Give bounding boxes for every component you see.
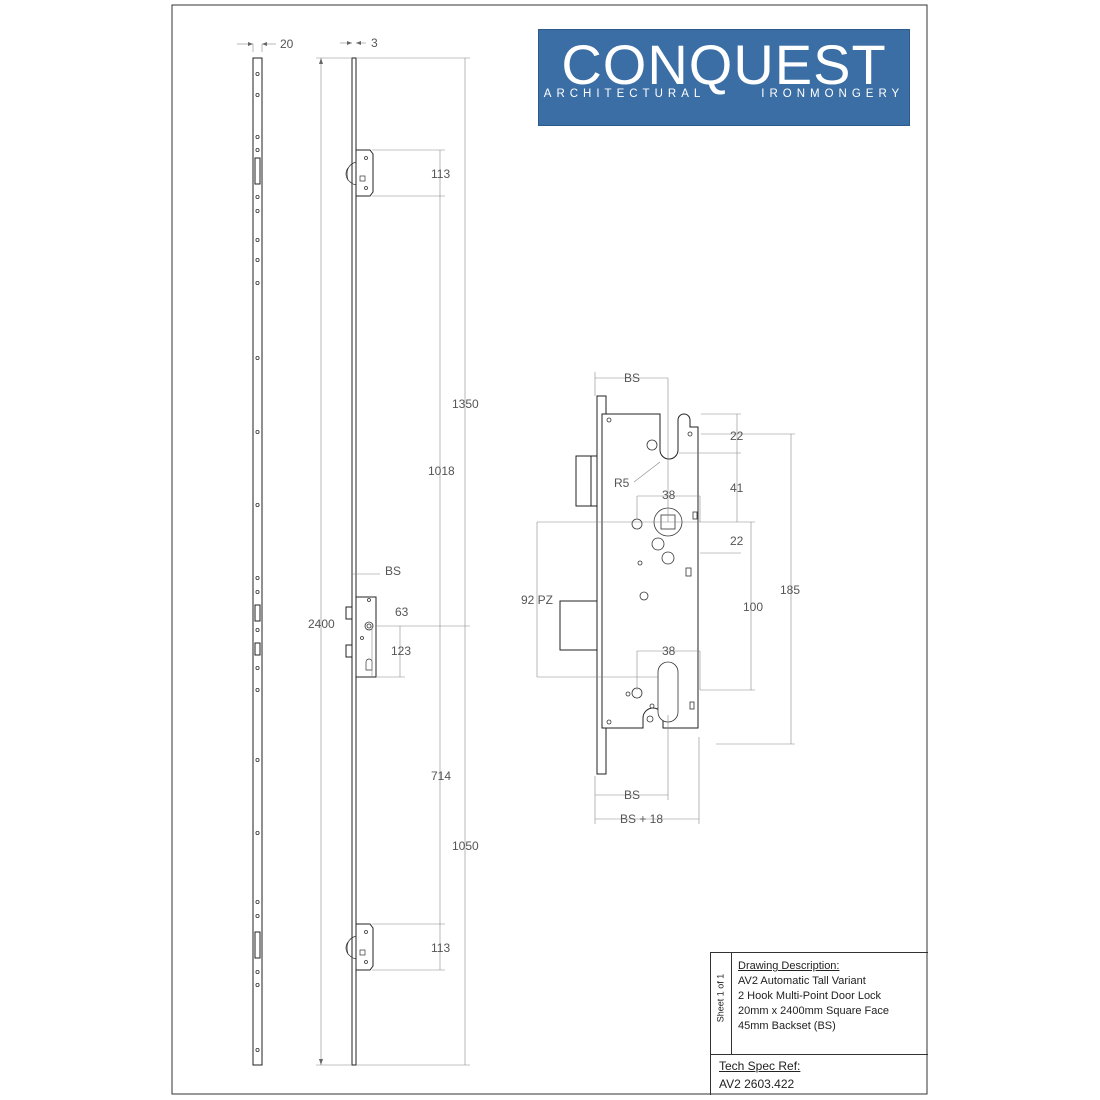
logo-subtitle: ARCHITECTURAL IRONMONGERY: [539, 88, 909, 100]
dim-detail-r5: R5: [614, 476, 630, 490]
logo-sub-left: ARCHITECTURAL: [543, 88, 705, 100]
dim-upper-inner: 1018: [428, 464, 455, 478]
dim-backset-side: BS: [385, 564, 401, 578]
faceplate-screw-hole: [255, 970, 260, 975]
dim-detail-38-bottom: 38: [662, 644, 676, 658]
description-line: 20mm x 2400mm Square Face: [738, 1005, 890, 1017]
dim-faceplate-width: 20: [280, 37, 294, 51]
faceplate-screw-hole: [255, 93, 260, 98]
logo-sub-right: IRONMONGERY: [761, 88, 905, 100]
description-line: AV2 Automatic Tall Variant: [738, 975, 866, 987]
dim-detail-100: 100: [743, 600, 763, 614]
dim-detail-38-top: 38: [662, 488, 676, 502]
dim-upper-span: 1350: [452, 397, 479, 411]
lock-case-detail: BS 22 41 R5 38 22 92 PZ 100 185 38 B: [521, 371, 800, 826]
dim-detail-bs-top: BS: [624, 371, 640, 385]
faceplate-screw-hole: [255, 914, 260, 919]
faceplate-screw-hole: [255, 72, 260, 77]
faceplate-screw-hole: [255, 194, 260, 199]
tech-spec-heading: Tech Spec Ref:: [719, 1059, 801, 1073]
faceplate-front-view: 20: [237, 37, 294, 1066]
dim-detail-bs-bottom: BS: [624, 788, 640, 802]
dim-upper-hook: 113: [431, 167, 450, 181]
faceplate-screw-hole: [255, 900, 260, 905]
faceplate-screw-hole: [255, 758, 260, 763]
dim-detail-185: 185: [780, 583, 800, 597]
faceplate-screw-hole: [255, 134, 260, 139]
dim-lower-inner: 714: [431, 769, 451, 783]
faceplate-screw-hole: [255, 688, 260, 693]
conquest-logo: CONQUEST ARCHITECTURAL IRONMONGERY: [538, 29, 910, 126]
dim-detail-22-mid: 22: [730, 534, 744, 548]
faceplate-screw-hole: [255, 280, 260, 285]
title-block: Sheet 1 of 1 Drawing Description: AV2 Au…: [710, 952, 928, 1095]
dim-detail-41: 41: [730, 481, 744, 495]
faceplate-screw-hole: [255, 666, 260, 671]
sheet-border: [171, 4, 928, 1095]
dim-total-height: 2400: [308, 617, 335, 631]
tech-spec-ref: Tech Spec Ref: AV2 2603.422: [711, 1054, 928, 1096]
centre-case: [345, 596, 377, 678]
description-heading: Drawing Description:: [738, 960, 840, 972]
drawing-description: Drawing Description: AV2 Automatic Tall …: [738, 959, 889, 1034]
description-line: 45mm Backset (BS): [738, 1020, 836, 1032]
faceplate-screw-hole: [255, 237, 260, 242]
faceplate-screw-hole: [255, 502, 260, 507]
dim-rod-thickness: 3: [371, 36, 378, 50]
faceplate-screw-hole: [255, 576, 260, 581]
dim-spindle-offset: 63: [395, 605, 409, 619]
lower-hook-case: [345, 923, 374, 971]
dim-detail-bs18: BS + 18: [620, 812, 663, 826]
faceplate-screw-hole: [255, 355, 260, 360]
logo-brand: CONQUEST: [561, 33, 887, 96]
faceplate-screw-hole: [255, 831, 260, 836]
faceplate-screw-hole: [255, 983, 260, 988]
sheet-number: Sheet 1 of 1: [715, 973, 726, 1023]
lock-side-view: 3: [308, 36, 479, 1066]
sheet-number-cell: Sheet 1 of 1: [711, 953, 732, 1054]
faceplate-screw-hole: [255, 147, 260, 152]
faceplate-screw-hole: [255, 208, 260, 213]
dim-cylinder-offset: 123: [391, 644, 411, 658]
dim-detail-22-top: 22: [730, 429, 744, 443]
faceplate-screw-hole: [255, 1048, 260, 1053]
upper-hook-case: [345, 149, 374, 197]
dim-lower-span: 1050: [452, 839, 479, 853]
dim-lower-hook: 113: [431, 941, 450, 955]
faceplate-screw-hole: [255, 257, 260, 262]
faceplate-screw-hole: [255, 628, 260, 633]
faceplate-screw-hole: [255, 590, 260, 595]
faceplate-screw-hole: [255, 429, 260, 434]
dim-detail-pz: 92 PZ: [521, 593, 553, 607]
description-line: 2 Hook Multi-Point Door Lock: [738, 990, 882, 1002]
tech-spec-value: AV2 2603.422: [719, 1077, 795, 1091]
